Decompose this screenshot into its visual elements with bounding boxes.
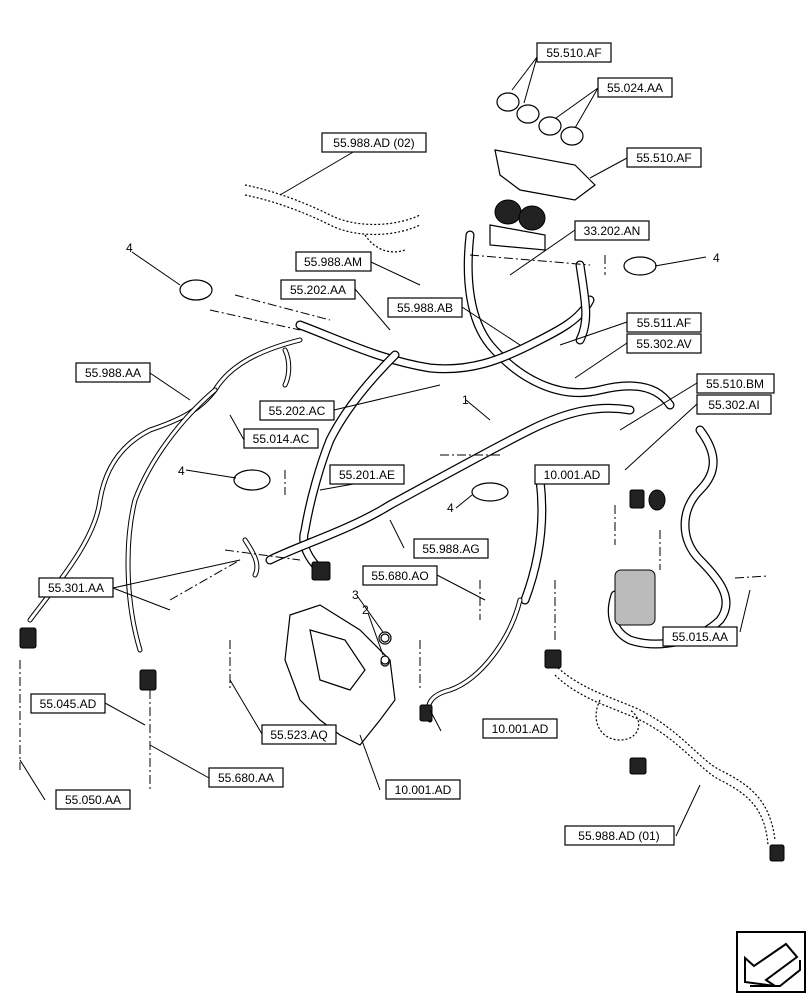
item-callouts: 4 4 4 4 1 2 3 [126,241,720,617]
label-box-55202AA [280,279,356,300]
label-box-10001AD-b [385,779,461,800]
callout-4-right: 4 [713,251,720,265]
label-box-10001AD-r [534,464,610,485]
label-55-014-AC: 55.014.AC [253,432,310,446]
label-box-55988AB [387,297,463,318]
label-box-55988AD01 [564,825,675,846]
label-55-202-AA: 55.202.AA [290,283,346,297]
label-box-55680AA [208,767,284,788]
label-55-302-AI: 55.302.AI [708,398,759,412]
label-box-55302AV [626,333,702,354]
label-box-55988AM [295,251,372,272]
label-box-55201AE [329,464,405,485]
label-box-55301AA [38,577,114,598]
label-10-001-AD-m: 10.001.AD [492,722,549,736]
label-box-10001AD-m [482,718,558,739]
label-55-510-AF-mid: 55.510.AF [636,151,691,165]
label-box-55202AC [259,400,335,421]
connector-01b [629,757,647,775]
callout-4-left: 4 [126,241,133,255]
label-box-55523AQ [261,724,337,745]
label-55-988-AM: 55.988.AM [304,255,362,269]
callout-3: 3 [352,588,359,602]
label-55-680-AO: 55.680.AO [371,569,428,583]
connector-55-680 [139,669,157,691]
label-box-55302AI [696,394,772,415]
label-55-511-AF: 55.511.AF [637,316,691,330]
callout-4-center: 4 [447,501,454,515]
connector-01c [769,844,785,862]
dash-lines [19,254,769,790]
callout-1: 1 [462,393,469,407]
label-box-55510AF-top [536,42,612,63]
callout-2: 2 [362,603,369,617]
leader-lines [19,56,751,837]
label-box-33202AN [574,220,650,241]
label-55-988-AD-01: 55.988.AD (01) [578,829,659,843]
label-box-55014AC [243,428,319,449]
connector-10001AD [419,704,433,722]
label-box-55510AF-mid [626,147,702,168]
label-55-988-AA: 55.988.AA [85,366,141,380]
label-box-55015AA [662,626,738,647]
label-55-302-AV: 55.302.AV [636,337,691,351]
label-box-55511AF [626,312,702,333]
large-connector [614,569,656,626]
label-10-001-AD-b: 10.001.AD [395,783,452,797]
label-55-301-AA: 55.301.AA [48,581,104,595]
label-box-55988AD02 [321,132,427,153]
label-55-510-BM: 55.510.BM [706,377,764,391]
cable-tie-center [471,482,509,502]
label-box-55510BM [696,373,775,394]
label-55-045-AD: 55.045.AD [40,697,97,711]
label-box-55045AD [30,693,106,714]
callout-4-mid: 4 [178,464,185,478]
connector-302AI [629,489,645,509]
label-box-55988AG [413,538,489,559]
label-55-523-AQ: 55.523.AQ [270,728,327,742]
label-55-988-AG: 55.988.AG [422,542,479,556]
washer [380,655,390,665]
label-55-988-AB: 55.988.AB [397,301,453,315]
label-55-201-AE: 55.201.AE [339,468,395,482]
cable-tie-right [623,256,657,276]
label-10-001-AD-r: 10.001.AD [544,468,601,482]
connector-center [311,561,331,581]
label-55-680-AA: 55.680.AA [218,771,274,785]
harness-drawing [19,92,785,862]
label-55-202-AC: 55.202.AC [269,404,326,418]
label-box-55988AA [75,362,151,383]
label-box-55024AA [597,77,673,98]
connector-55-050 [19,627,37,649]
label-55-988-AD-02: 55.988.AD (02) [333,136,414,150]
top-connector-cluster [489,92,596,251]
label-55-015-AA: 55.015.AA [672,630,728,644]
cable-tie-mid [233,469,271,491]
nut [380,633,390,643]
cable-tie-left [179,279,213,301]
label-33-202-AN: 33.202.AN [584,224,641,238]
label-55-050-AA: 55.050.AA [65,793,121,807]
connector-302AI-b [648,489,666,511]
label-55-510-AF-top: 55.510.AF [546,46,601,60]
label-box-55050AA [55,789,131,810]
connector-01 [544,649,562,669]
next-page-arrow-icon[interactable] [736,931,806,993]
label-55-024-AA: 55.024.AA [607,81,663,95]
label-boxes: 55.510.AF 55.024.AA 55.510.AF 55.988.AD … [30,42,775,846]
label-box-55680AO [362,565,438,586]
